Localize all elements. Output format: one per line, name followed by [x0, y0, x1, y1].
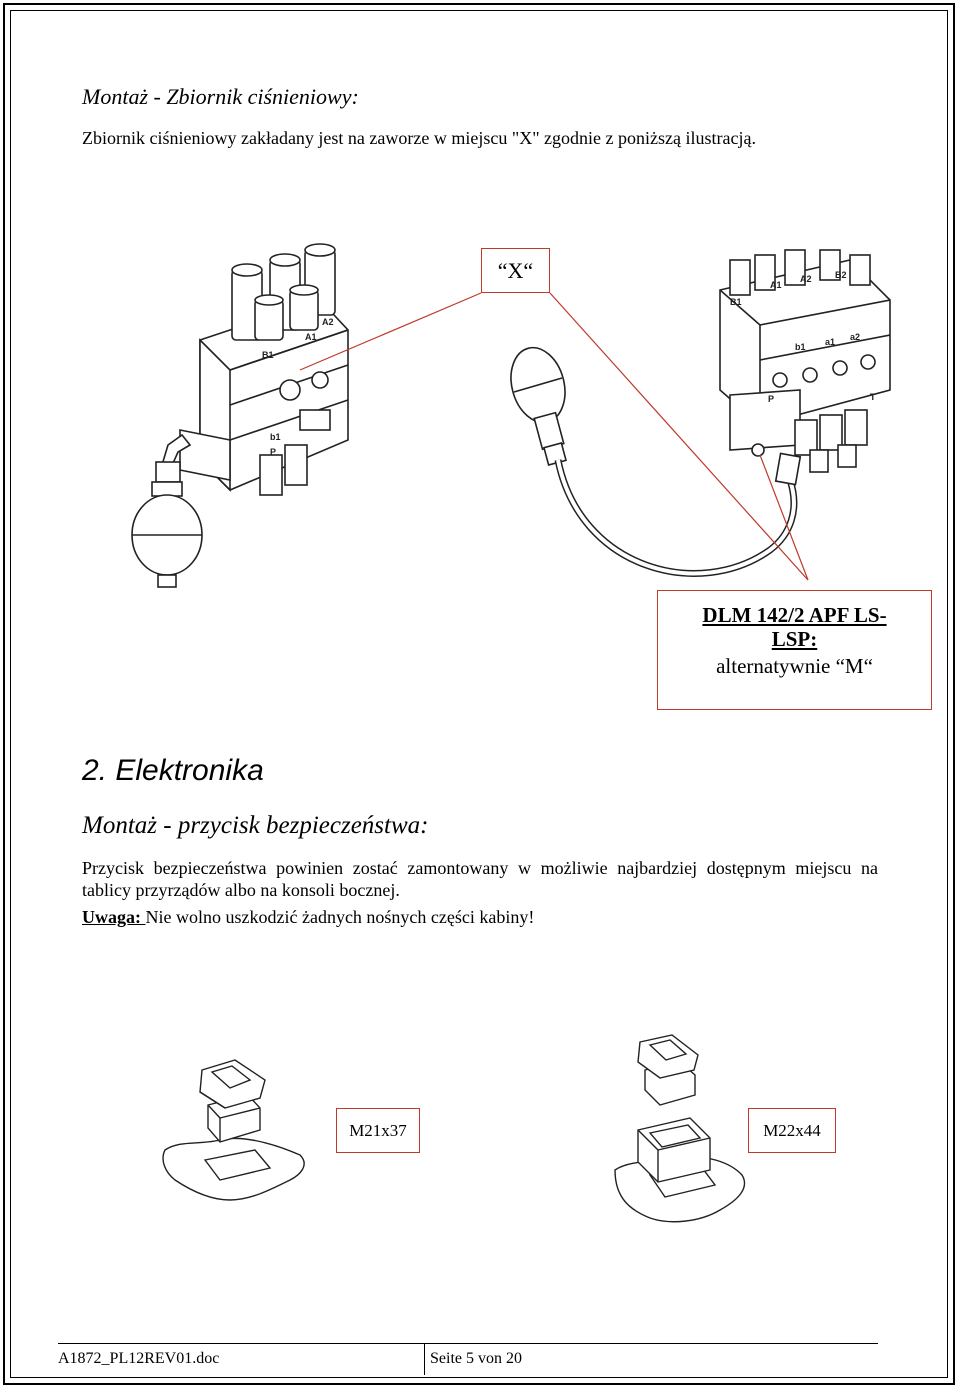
svg-text:A2: A2 [322, 317, 334, 327]
svg-text:A2: A2 [800, 274, 812, 284]
footer-rule [58, 1343, 878, 1344]
section2-paragraph: Przycisk bezpieczeństwa powinien zostać … [82, 858, 878, 900]
hose-accumulator-illustration [510, 346, 802, 577]
section1-heading: Montaż - Zbiornik ciśnieniowy: [82, 84, 359, 109]
switch-left-illustration [162, 1059, 305, 1201]
svg-text:P: P [270, 447, 276, 457]
page-border-inner [10, 10, 948, 1378]
svg-text:P: P [768, 394, 774, 404]
page-border-outer [3, 3, 955, 1385]
valve-right-illustration: A1 A2 B2 B1 P T b1 a1 a2 [719, 249, 891, 473]
svg-text:B1: B1 [262, 350, 274, 360]
callout-x-label: “X“ [481, 248, 550, 293]
switch-right-label: M22x44 [748, 1108, 836, 1153]
section2-title: 2. Elektronika [82, 754, 264, 787]
footer-filename: A1872_PL12REV01.doc [58, 1350, 220, 1367]
warning-label: Uwaga: [82, 907, 146, 927]
svg-text:a2: a2 [850, 332, 860, 342]
valve-left-illustration: B1 A1 A2 P b1 [131, 243, 349, 588]
section2-warning: Uwaga: Nie wolno uszkodzić żadnych nośny… [82, 906, 878, 928]
callout-dlm-title-line1: DLM 142/2 APF LS- [702, 603, 887, 627]
switch-right-illustration [614, 1034, 746, 1223]
callout-dlm-box: DLM 142/2 APF LS- LSP: alternatywnie “M“ [657, 590, 932, 710]
svg-text:A1: A1 [305, 332, 317, 342]
svg-text:A1: A1 [770, 280, 782, 290]
switch-left-label: M21x37 [336, 1108, 420, 1153]
footer-divider [424, 1343, 425, 1375]
warning-text: Nie wolno uszkodzić żadnych nośnych częś… [145, 907, 535, 927]
callout-dlm-subtitle: alternatywnie “M“ [716, 654, 873, 678]
svg-text:B2: B2 [835, 270, 847, 280]
svg-text:b1: b1 [270, 432, 281, 442]
callout-dlm-title-line2: LSP: [771, 627, 818, 651]
footer-page-number: Seite 5 von 20 [430, 1350, 522, 1367]
svg-text:a1: a1 [825, 337, 835, 347]
section2-heading: Montaż - przycisk bezpieczeństwa: [82, 812, 429, 839]
svg-text:b1: b1 [795, 342, 806, 352]
section1-text: Zbiornik ciśnieniowy zakładany jest na z… [82, 128, 756, 148]
svg-text:T: T [870, 392, 876, 402]
svg-text:B1: B1 [730, 297, 742, 307]
